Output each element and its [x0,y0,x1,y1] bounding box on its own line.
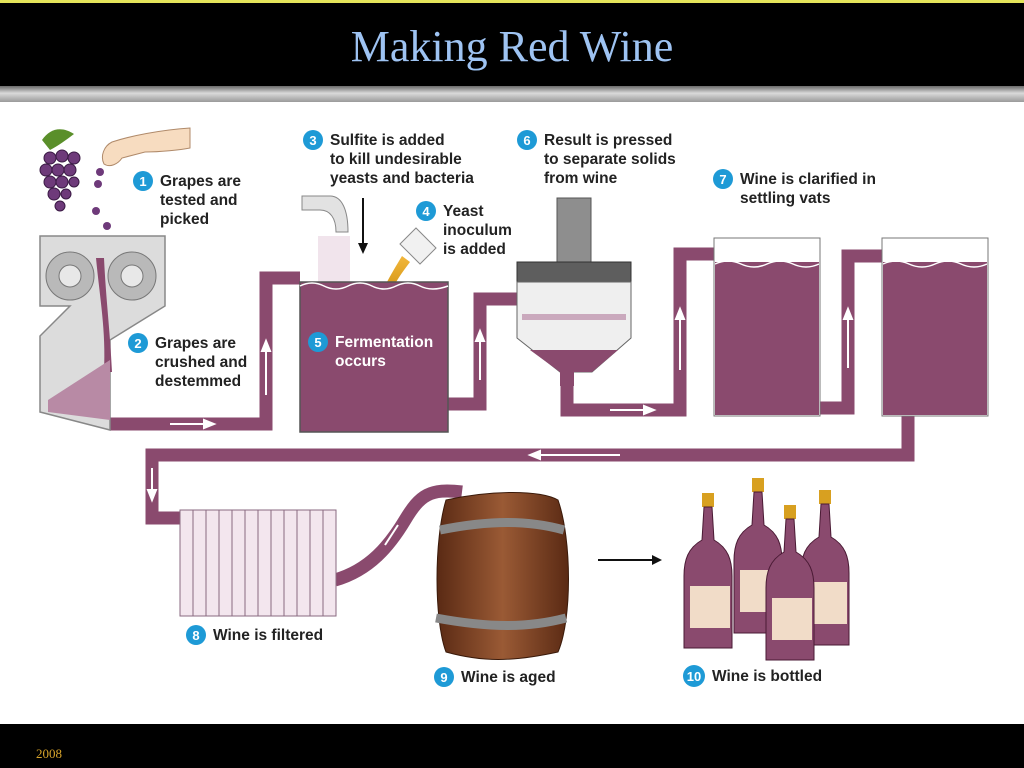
filter-unit-icon [179,509,337,617]
step-5-label: 5 Fermentation occurs [308,332,433,370]
svg-text:8: 8 [192,628,199,643]
pipe-filter-to-barrel [333,484,463,587]
wine-press-icon [516,197,632,386]
svg-text:destemmed: destemmed [155,373,241,390]
grape-bunch-icon [39,129,81,212]
down-arrow-icon [358,198,368,254]
wine-bottles-icon [683,478,850,661]
svg-text:Wine is bottled: Wine is bottled [712,668,822,685]
bottle-icon [683,493,733,649]
svg-text:7: 7 [719,172,726,187]
svg-text:Wine is aged: Wine is aged [461,669,556,686]
step-4-label: 4 Yeast inoculum is added [416,201,512,258]
svg-text:4: 4 [422,204,430,219]
yeast-beaker-icon [386,227,437,286]
step-7-label: 7 Wine is clarified in settling vats [713,169,876,207]
svg-text:tested and: tested and [160,192,238,209]
footer-year: 2008 [36,746,62,761]
svg-text:6: 6 [523,133,530,148]
svg-text:Result is pressed: Result is pressed [544,132,672,149]
pipe-press-to-vat1 [560,247,716,417]
flow-arrows [146,306,854,546]
step-10-label: 10 Wine is bottled [683,665,822,687]
svg-text:5: 5 [314,335,321,350]
title-bar: Making Red Wine [0,0,1024,88]
fermentation-tank-icon [299,281,449,433]
diagram-canvas: 1 Grapes are tested and picked 2 Grapes … [0,102,1024,724]
svg-text:9: 9 [440,670,447,685]
step-1-label: 1 Grapes are tested and picked [133,171,241,228]
settling-vat-2-icon [881,237,989,417]
barrel-icon [435,492,569,660]
sulfite-spout-icon [301,195,350,282]
svg-text:from wine: from wine [544,170,618,187]
svg-text:picked: picked [160,211,209,228]
wine-process-diagram: 1 Grapes are tested and picked 2 Grapes … [39,127,989,687]
bottle-icon [765,505,815,661]
svg-text:Wine is clarified in: Wine is clarified in [740,171,876,188]
svg-text:3: 3 [309,133,316,148]
crusher-machine-icon [39,235,166,431]
svg-text:yeasts and bacteria: yeasts and bacteria [330,170,474,187]
svg-text:Yeast: Yeast [443,203,484,220]
pipe-network [110,247,915,587]
pipe-fermenter-to-press [446,292,517,411]
pipe-vat1-to-vat2 [820,249,885,415]
step-2-label: 2 Grapes are crushed and destemmed [128,333,247,390]
hand-icon [92,127,191,230]
svg-text:to separate solids: to separate solids [544,151,676,168]
slide-title: Making Red Wine [350,22,674,71]
svg-text:Grapes are: Grapes are [160,173,241,190]
svg-text:is added: is added [443,241,506,258]
title-divider [0,86,1024,102]
right-arrow-icon [598,555,662,565]
svg-text:Grapes are: Grapes are [155,335,236,352]
svg-text:10: 10 [687,669,701,684]
svg-text:1: 1 [139,174,146,189]
svg-text:2: 2 [134,336,141,351]
svg-text:crushed and: crushed and [155,354,247,371]
step-8-label: 8 Wine is filtered [186,625,323,645]
pipe-vat2-to-filter [145,416,915,525]
step-3-label: 3 Sulfite is added to kill undesirable y… [303,130,474,187]
settling-vat-1-icon [713,237,821,417]
svg-text:occurs: occurs [335,353,386,370]
svg-text:Sulfite is added: Sulfite is added [330,132,445,149]
svg-text:to kill undesirable: to kill undesirable [330,151,462,168]
step-9-label: 9 Wine is aged [434,667,556,687]
svg-text:settling vats: settling vats [740,190,830,207]
svg-text:inoculum: inoculum [443,222,512,239]
svg-text:Wine is filtered: Wine is filtered [213,627,323,644]
svg-text:Fermentation: Fermentation [335,334,433,351]
step-6-label: 6 Result is pressed to separate solids f… [517,130,676,187]
